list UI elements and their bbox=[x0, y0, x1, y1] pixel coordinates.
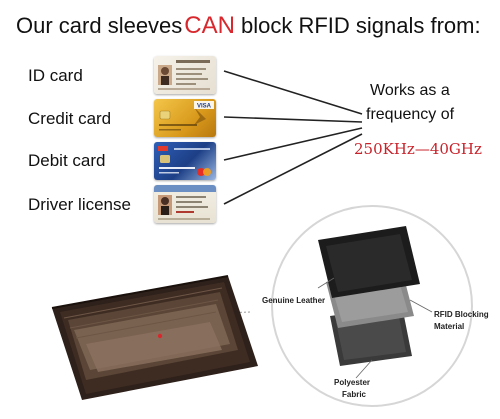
id-card-icon bbox=[154, 56, 216, 94]
headline-suffix: block RFID signals from: bbox=[240, 13, 481, 38]
label-rfid-blocking: RFID Blocking bbox=[434, 310, 489, 319]
connector-line-id bbox=[223, 70, 363, 115]
label-polyester: Polyester bbox=[334, 378, 371, 387]
card-label-credit: Credit card bbox=[28, 109, 112, 128]
connector-lines bbox=[223, 70, 363, 205]
material-layers bbox=[317, 226, 433, 379]
connector-line-credit bbox=[223, 116, 363, 123]
card-label-debit: Debit card bbox=[28, 151, 106, 170]
headline-accent: CAN bbox=[184, 12, 235, 39]
connector-line-debit bbox=[223, 127, 363, 161]
headline-prefix: Our card sleeves bbox=[16, 13, 183, 38]
card-sleeve-wallet bbox=[51, 275, 258, 400]
works-as-text: Works as a bbox=[370, 82, 450, 99]
frequency-range: 250KHz—40GHz bbox=[354, 140, 482, 158]
label-fabric: Fabric bbox=[342, 390, 367, 399]
frequency-of-text: frequency of bbox=[366, 106, 455, 123]
credit-card-icon: VISA bbox=[154, 99, 216, 137]
connector-line-license bbox=[223, 133, 363, 205]
label-genuine-leather: Genuine Leather bbox=[262, 296, 326, 305]
card-label-id: ID card bbox=[28, 66, 83, 85]
visa-brand-text: VISA bbox=[197, 104, 212, 110]
card-label-license: Driver license bbox=[28, 195, 131, 214]
label-rfid-material: Material bbox=[434, 322, 465, 331]
debit-card-icon bbox=[154, 142, 216, 180]
driver-license-icon bbox=[154, 185, 216, 223]
